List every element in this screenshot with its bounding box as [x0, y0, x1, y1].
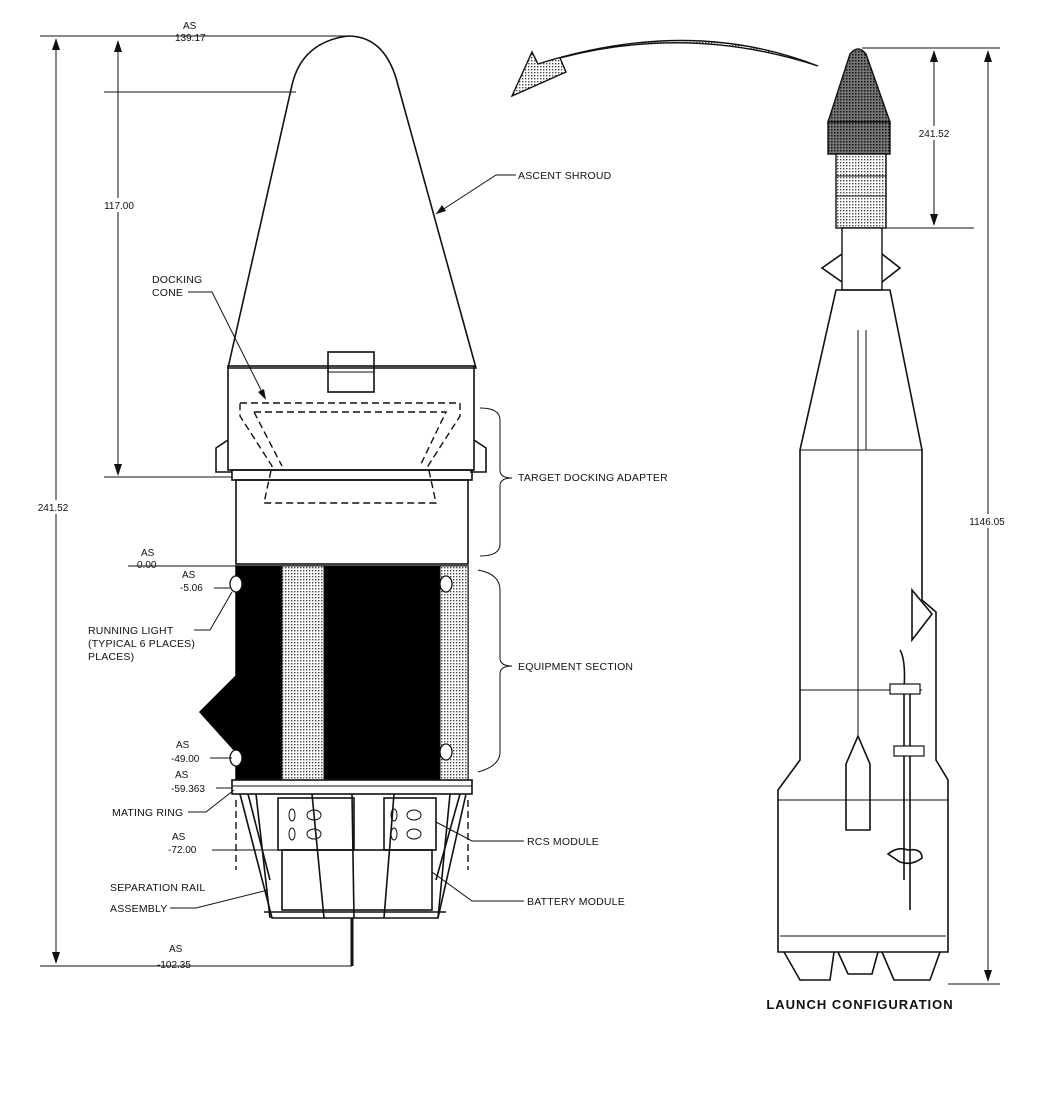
running-light-left-top — [229, 575, 243, 593]
station-506-value: -5.06 — [180, 583, 203, 594]
running-light-right-top — [439, 575, 453, 593]
station-labels: AS 139.17 AS 0.00 AS -5.06 AS -49.00 AS … — [128, 21, 282, 971]
brace-target-docking-adapter — [479, 407, 513, 557]
station-top-value: 139.17 — [175, 33, 206, 44]
transition-arrow — [510, 39, 819, 98]
dim-total-height: 241.52 — [38, 503, 69, 514]
launch-shroud-nose — [827, 48, 891, 123]
separation-rails — [255, 793, 451, 919]
station-72-value: -72.00 — [168, 845, 197, 856]
label-docking-cone-2: CONE — [152, 287, 183, 299]
station-102-value: -102.35 — [157, 960, 191, 971]
station-49-value: -49.00 — [171, 754, 200, 765]
label-mating-ring: MATING RING — [112, 807, 183, 819]
rcs-nozzles — [288, 808, 422, 841]
right-dimensions: 241.52 1146.05 — [862, 47, 1012, 985]
label-separation-rail-2: ASSEMBLY — [110, 903, 167, 915]
mating-flange-top — [231, 469, 473, 481]
station-zero-prefix: AS — [141, 548, 155, 559]
equipment-tube — [281, 565, 325, 781]
station-59-prefix: AS — [175, 770, 189, 781]
launch-vehicle — [777, 48, 949, 981]
running-light-right-bottom — [439, 743, 453, 761]
label-equipment-section: EQUIPMENT SECTION — [518, 661, 633, 673]
callouts: ASCENT SHROUD DOCKING CONE TARGET DOCKIN… — [88, 170, 668, 915]
station-506-prefix: AS — [182, 570, 196, 581]
battery-module — [281, 849, 433, 911]
label-running-light-3: PLACES) — [88, 651, 134, 663]
brace-equipment-section — [477, 569, 513, 773]
equipment-section — [198, 565, 469, 781]
left-dimensions: 117.00 241.52 — [30, 35, 352, 967]
label-running-light-2: (TYPICAL 6 PLACES) — [88, 638, 195, 650]
target-docking-adapter — [235, 479, 469, 565]
station-72-prefix: AS — [172, 832, 186, 843]
mating-ring — [231, 779, 473, 795]
dim-shroud-height: 117.00 — [104, 201, 134, 212]
dim-vehicle-total: 1146.05 — [969, 517, 1005, 528]
label-battery-module: BATTERY MODULE — [527, 896, 625, 908]
label-rcs-module: RCS MODULE — [527, 836, 599, 848]
station-top-prefix: AS — [183, 21, 197, 32]
label-running-light-1: RUNNING LIGHT — [88, 625, 174, 637]
label-ascent-shroud: ASCENT SHROUD — [518, 170, 612, 182]
booster-body — [777, 289, 949, 953]
docking-cone — [239, 402, 461, 504]
station-59-value: -59.363 — [171, 784, 205, 795]
label-target-docking-adapter: TARGET DOCKING ADAPTER — [518, 472, 668, 484]
aft-frame — [239, 793, 467, 919]
main-vehicle — [198, 35, 487, 966]
dim-vehicle-upper: 241.52 — [919, 129, 950, 140]
ascent-shroud — [226, 35, 478, 369]
station-102-prefix: AS — [169, 944, 183, 955]
label-docking-cone-1: DOCKING — [152, 274, 202, 286]
station-49-prefix: AS — [176, 740, 190, 751]
label-separation-rail-1: SEPARATION RAIL — [110, 882, 205, 894]
caption-launch-configuration: LAUNCH CONFIGURATION — [766, 997, 953, 1012]
